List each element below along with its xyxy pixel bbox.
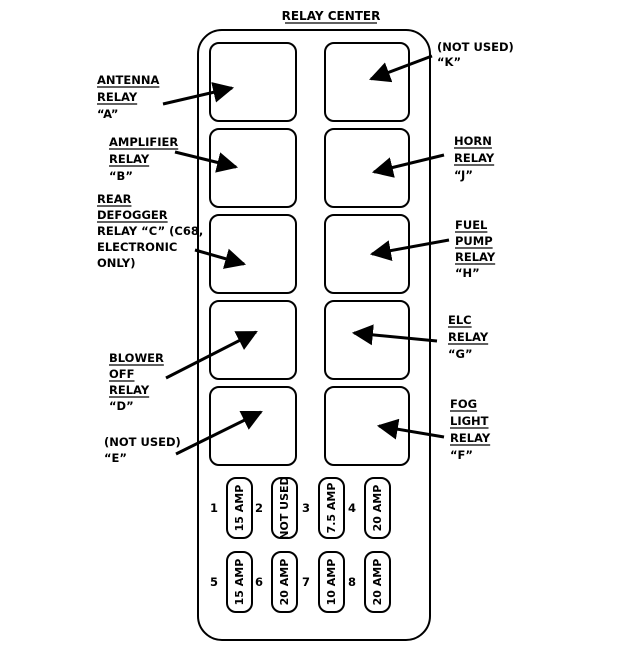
label-relay-b: AMPLIFIER RELAY “B” bbox=[109, 135, 178, 183]
relay-slot-f bbox=[324, 386, 410, 466]
fuse-8: 20 AMP 8 bbox=[348, 551, 391, 613]
fuse-7: 10 AMP 7 bbox=[302, 551, 345, 613]
relay-slot-e bbox=[209, 386, 297, 466]
fuse-rating: 15 AMP bbox=[233, 559, 246, 606]
relay-label-line: PUMP bbox=[455, 234, 493, 248]
fuse-number: 4 bbox=[348, 501, 356, 515]
fuse-number: 8 bbox=[348, 575, 356, 589]
arrow-relay-c bbox=[194, 248, 247, 269]
fuse-6: 20 AMP 6 bbox=[255, 551, 298, 613]
arrow-relay-a bbox=[162, 82, 235, 106]
relay-slot-a bbox=[209, 42, 297, 122]
relay-slot-j bbox=[324, 128, 410, 208]
relay-label-line: “E” bbox=[104, 451, 127, 465]
fuse-body bbox=[271, 477, 298, 539]
relay-slot-c bbox=[209, 214, 297, 294]
relay-slot-d bbox=[209, 300, 297, 380]
relay-center-housing bbox=[197, 29, 431, 641]
relay-label-line: RELAY bbox=[450, 431, 491, 445]
relay-label-line: ELECTRONIC bbox=[97, 240, 177, 254]
label-relay-e: (NOT USED) “E” bbox=[104, 435, 181, 465]
relay-label-line: ONLY) bbox=[97, 256, 136, 270]
arrow-relay-k bbox=[369, 54, 433, 83]
fuse-number: 1 bbox=[210, 501, 218, 515]
fuse-body bbox=[364, 477, 391, 539]
fuse-3: 7.5 AMP 3 bbox=[302, 477, 345, 539]
relay-label-line: RELAY bbox=[109, 152, 150, 166]
arrow-relay-e bbox=[175, 410, 263, 456]
arrow-relay-b bbox=[174, 150, 239, 173]
relay-label-line: “K” bbox=[437, 55, 461, 69]
fuse-rating: NOT USED bbox=[278, 476, 291, 539]
relay-slot-k bbox=[324, 42, 410, 122]
arrow-relay-d bbox=[165, 330, 258, 380]
fuse-rating: 10 AMP bbox=[325, 559, 338, 606]
fuse-body bbox=[226, 551, 253, 613]
fuse-rating: 7.5 AMP bbox=[325, 483, 338, 534]
relay-label-line: “D” bbox=[109, 399, 134, 413]
relay-label-line: BLOWER bbox=[109, 351, 164, 365]
fuse-body bbox=[318, 477, 345, 539]
relay-label-line: ELC bbox=[448, 313, 472, 327]
relay-label-line: (NOT USED) bbox=[104, 435, 181, 449]
fuse-4: 20 AMP 4 bbox=[348, 477, 391, 539]
fuse-number: 2 bbox=[255, 501, 263, 515]
relay-label-line: DEFOGGER bbox=[97, 208, 168, 222]
relay-label-line: RELAY “C” (C68, bbox=[97, 224, 203, 238]
fuse-number: 6 bbox=[255, 575, 263, 589]
relay-slot-b bbox=[209, 128, 297, 208]
relay-label-line: “J” bbox=[454, 168, 473, 182]
diagram-title: RELAY CENTER bbox=[282, 9, 381, 23]
fuse-body bbox=[271, 551, 298, 613]
relay-label-line: “B” bbox=[109, 169, 133, 183]
fuse-rating: 20 AMP bbox=[278, 559, 291, 606]
arrow-relay-f bbox=[376, 418, 445, 440]
relay-label-line: HORN bbox=[454, 134, 492, 148]
arrow-relay-h bbox=[369, 238, 450, 261]
relay-label-line: (NOT USED) bbox=[437, 40, 514, 54]
fuse-2: NOT USED 2 bbox=[255, 476, 298, 540]
fuse-body bbox=[226, 477, 253, 539]
fuse-rating: 15 AMP bbox=[233, 485, 246, 532]
relay-label-line: “H” bbox=[455, 266, 480, 280]
fuse-number: 7 bbox=[302, 575, 310, 589]
relay-label-line: FOG bbox=[450, 397, 477, 411]
fuse-number: 3 bbox=[302, 501, 310, 515]
relay-slot-h bbox=[324, 214, 410, 294]
relay-label-line: OFF bbox=[109, 367, 135, 381]
fuse-rating: 20 AMP bbox=[371, 559, 384, 606]
relay-label-line: REAR bbox=[97, 192, 132, 206]
relay-label-line: AMPLIFIER bbox=[109, 135, 178, 149]
label-relay-g: ELC RELAY “G” bbox=[448, 313, 489, 361]
label-relay-d: BLOWER OFF RELAY “D” bbox=[109, 351, 164, 413]
relay-label-line: “F” bbox=[450, 448, 473, 462]
label-relay-f: FOG LIGHT RELAY “F” bbox=[450, 397, 491, 462]
fuse-number: 5 bbox=[210, 575, 218, 589]
relay-label-line: RELAY bbox=[448, 330, 489, 344]
fuse-body bbox=[364, 551, 391, 613]
fuse-block: 15 AMP 1 NOT USED 2 7.5 AMP 3 20 AMP 4 15 AMP 5 20… bbox=[210, 476, 391, 613]
relay-slot-g bbox=[324, 300, 410, 380]
fuse-5: 15 AMP 5 bbox=[210, 551, 253, 613]
label-relay-c: REAR DEFOGGER RELAY “C” (C68, ELECTRONIC ONL… bbox=[97, 192, 203, 270]
relay-label-line: “A” bbox=[97, 107, 118, 121]
fuse-1: 15 AMP 1 bbox=[210, 477, 253, 539]
relay-label-line: “G” bbox=[448, 347, 473, 361]
label-relay-j: HORN RELAY “J” bbox=[454, 134, 495, 182]
relay-label-line: FUEL bbox=[455, 218, 488, 232]
relay-label-line: ANTENNA bbox=[97, 73, 159, 87]
relay-label-line: RELAY bbox=[454, 151, 495, 165]
relay-label-line: RELAY bbox=[455, 250, 496, 264]
relay-label-line: RELAY bbox=[109, 383, 150, 397]
label-relay-a: ANTENNA RELAY “A” bbox=[97, 73, 159, 121]
relay-label-line: RELAY bbox=[97, 90, 138, 104]
arrow-relay-j bbox=[371, 153, 445, 178]
label-relay-k: (NOT USED)“K” bbox=[437, 40, 514, 69]
fuse-body bbox=[318, 551, 345, 613]
label-relay-h: FUEL PUMP RELAY “H” bbox=[455, 218, 496, 280]
relay-label-line: LIGHT bbox=[450, 414, 489, 428]
arrow-relay-g bbox=[351, 324, 438, 346]
fuse-rating: 20 AMP bbox=[371, 485, 384, 532]
